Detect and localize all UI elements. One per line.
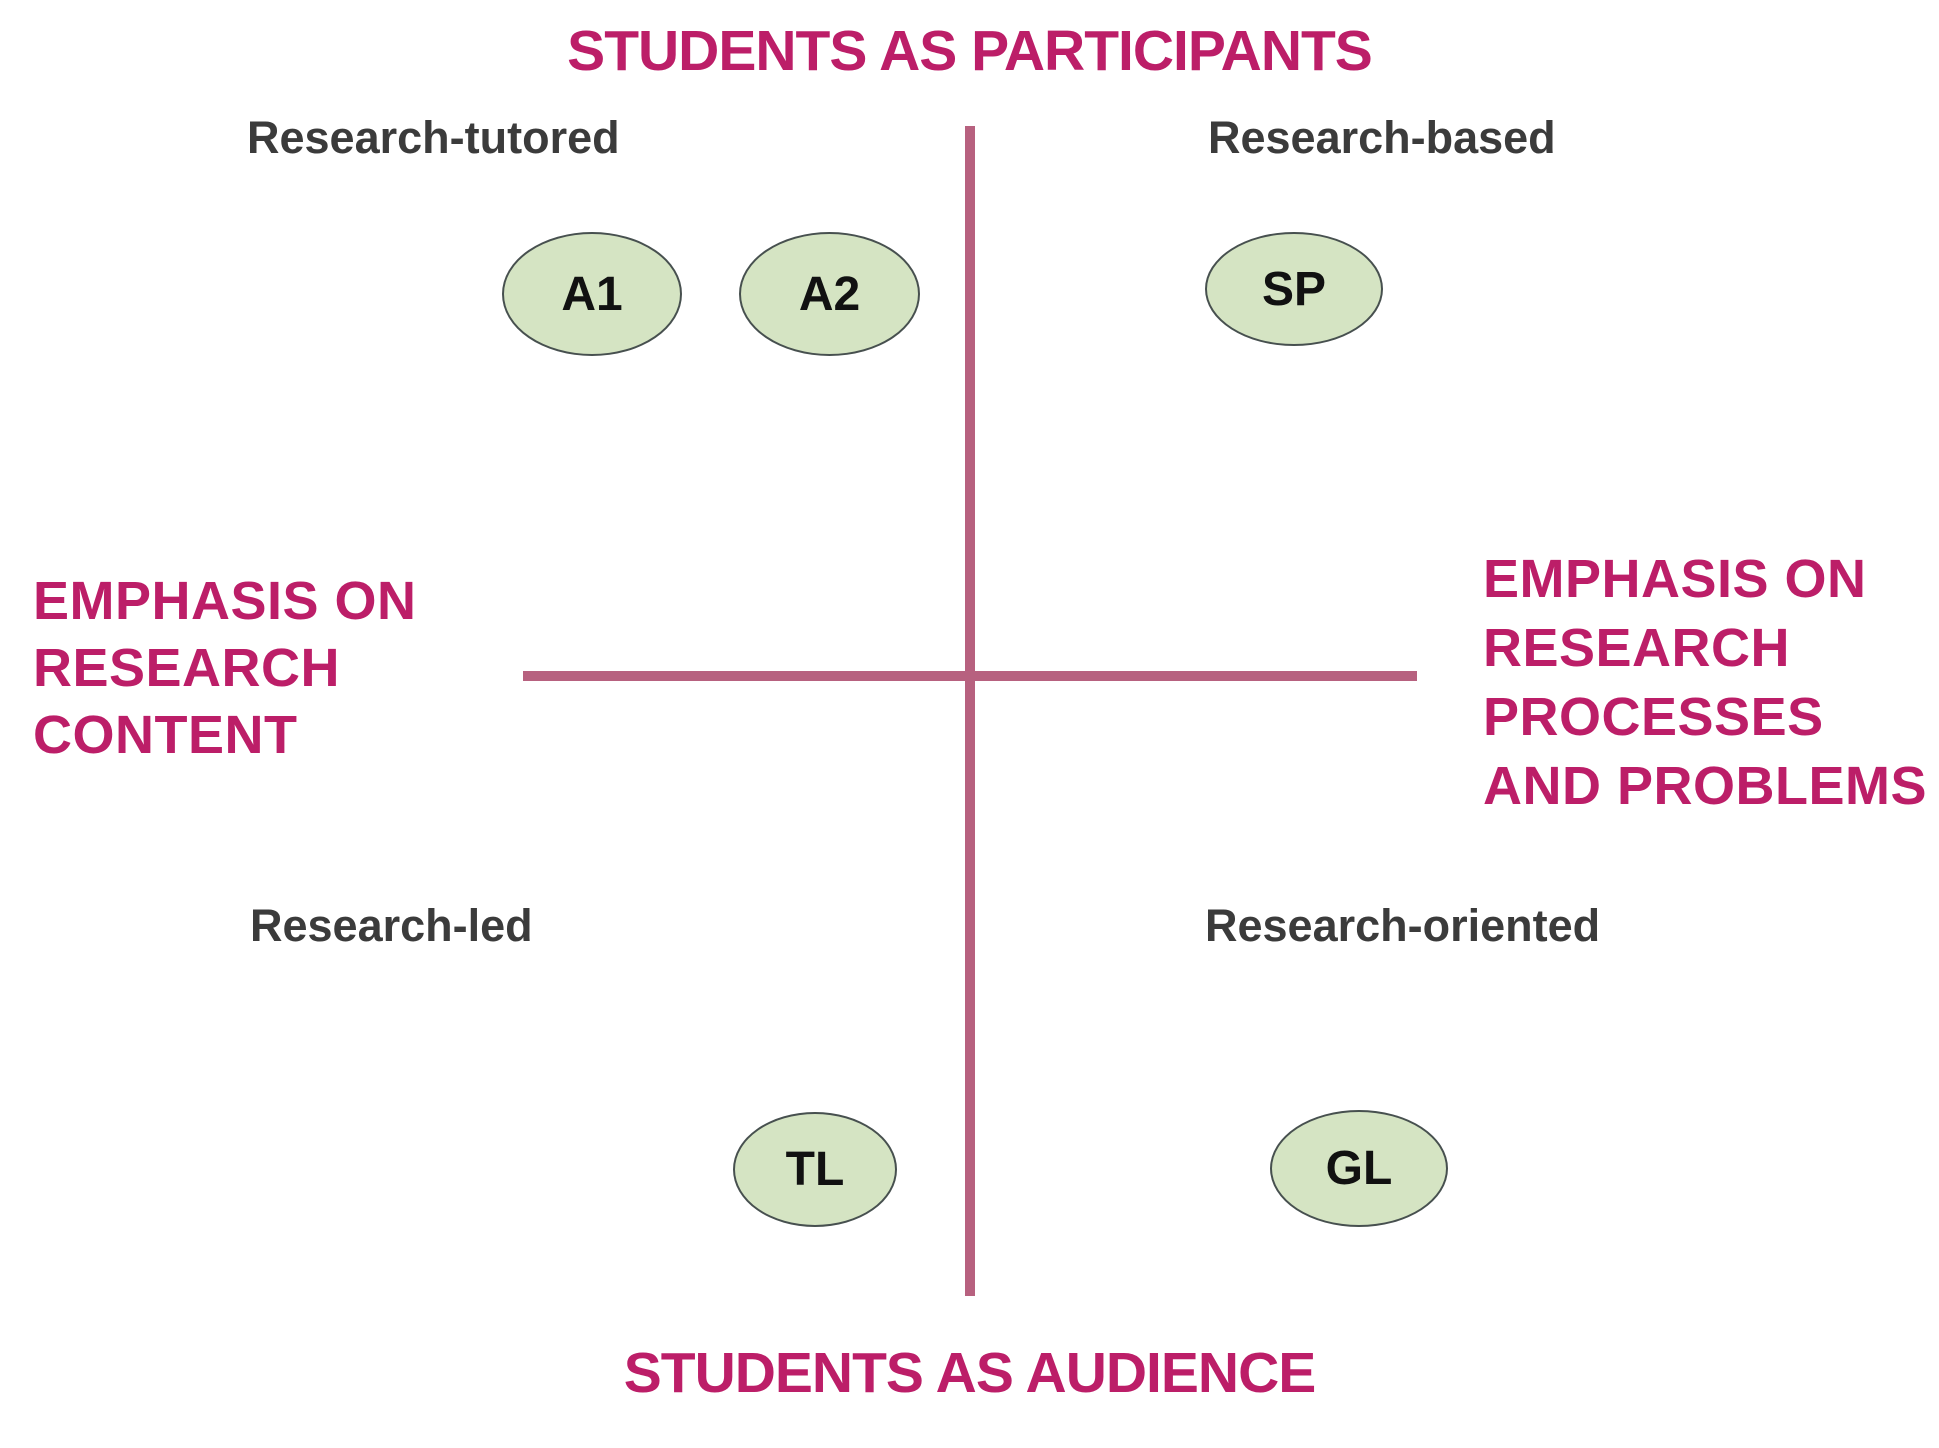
quadrant-label-research-based: Research-based bbox=[1208, 112, 1556, 163]
right-axis-label-line4: AND PROBLEMS bbox=[1483, 756, 1928, 816]
top-axis-title: STUDENTS AS PARTICIPANTS bbox=[567, 19, 1373, 83]
node-tl: TL bbox=[733, 1112, 897, 1227]
quadrant-label-research-oriented: Research-oriented bbox=[1205, 900, 1601, 951]
horizontal-axis-line bbox=[523, 671, 1417, 681]
bottom-axis-title: STUDENTS AS AUDIENCE bbox=[623, 1341, 1317, 1405]
right-axis-label-line1: EMPHASIS ON bbox=[1483, 549, 1867, 609]
right-axis-label-line3: PROCESSES bbox=[1483, 687, 1824, 747]
right-axis-label: EMPHASIS ON RESEARCH PROCESSES AND PROBL… bbox=[1483, 545, 1927, 821]
node-gl: GL bbox=[1270, 1110, 1448, 1227]
node-a1: A1 bbox=[502, 232, 682, 356]
node-a2: A2 bbox=[739, 232, 920, 356]
left-axis-label-line2: RESEARCH bbox=[33, 638, 341, 698]
left-axis-label-line1: EMPHASIS ON bbox=[33, 571, 417, 631]
right-axis-label-line2: RESEARCH bbox=[1483, 618, 1791, 678]
quadrant-label-research-led: Research-led bbox=[250, 900, 533, 951]
left-axis-label-line3: CONTENT bbox=[33, 705, 298, 765]
node-sp: SP bbox=[1205, 232, 1383, 346]
left-axis-label: EMPHASIS ON RESEARCH CONTENT bbox=[33, 568, 417, 769]
quadrant-label-research-tutored: Research-tutored bbox=[247, 112, 620, 163]
vertical-axis-line bbox=[965, 126, 975, 1296]
